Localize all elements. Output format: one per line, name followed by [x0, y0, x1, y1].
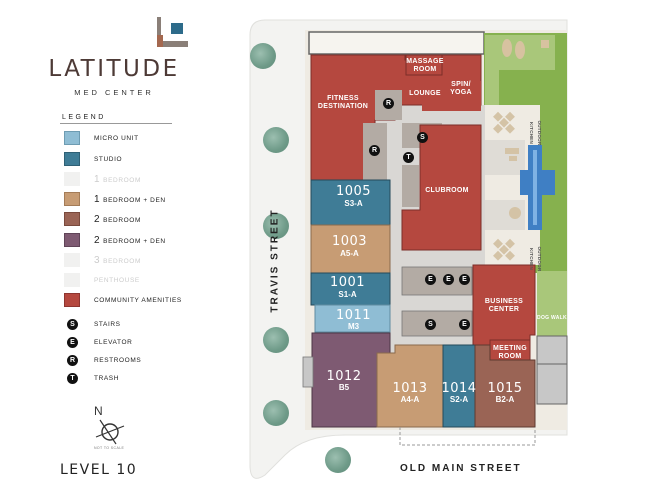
unit-1015-number: 1015 [487, 381, 523, 396]
2-bedroom-den-swatch [64, 233, 80, 247]
legend-divider [60, 123, 172, 124]
elevator-icon: E [459, 319, 470, 330]
unit-1001-number: 1001 [329, 275, 366, 290]
brand-title: LATITUDE [48, 56, 180, 82]
spin-yoga-label: SPIN/ YOGA [450, 81, 472, 96]
legend-label: STUDIO [94, 155, 123, 163]
tree-icon [263, 400, 289, 426]
scale-note: NOT TO SCALE [94, 446, 125, 450]
elevator-icon: E [425, 274, 436, 285]
unit-1013-number: 1013 [392, 381, 428, 396]
unit-1003-number: 1003 [331, 234, 368, 249]
unit-1005-plan: S3-A [344, 199, 363, 208]
outdoor-kitchen-label: OUTDOOR KITCHEN [529, 120, 542, 146]
trash-icon: T [67, 372, 78, 384]
north-label: N [94, 404, 103, 418]
elevator-icon: E [443, 274, 454, 285]
legend-label: RESTROOMS [94, 356, 142, 364]
dog-walk-label: DOG WALK [537, 315, 567, 321]
1-bedroom-swatch [64, 172, 80, 186]
legend-item-community-amenities: COMMUNITY AMENITIES [64, 292, 182, 308]
tree-icon [325, 447, 351, 473]
brand-subtitle: MED CENTER [74, 88, 154, 97]
unit-1005-number: 1005 [335, 184, 372, 199]
unit-1012-plan: B5 [338, 383, 350, 392]
2-bedroom-swatch [64, 212, 80, 226]
legend-label: STAIRS [94, 320, 121, 328]
tree-icon [250, 43, 276, 69]
studio-swatch [64, 152, 80, 166]
1-bedroom-den-swatch [64, 192, 80, 206]
restrooms-icon: R [67, 354, 78, 366]
tree-icon [263, 213, 289, 239]
business-center-label: BUSINESS CENTER [484, 298, 524, 313]
fitness-destination-label: FITNESS DESTINATION [317, 95, 369, 110]
old-main-street-label: OLD MAIN STREET [400, 463, 522, 474]
legend-label: TRASH [94, 374, 120, 382]
north-compass: N NOT TO SCALE [92, 404, 128, 454]
legend-item-studio: STUDIO [64, 151, 122, 167]
floor-plan-shapes [249, 19, 568, 479]
stairs-icon: S [425, 319, 436, 330]
unit-1015-plan: B2-A [495, 395, 515, 404]
restrooms-icon: R [369, 145, 380, 156]
amenities-swatch [64, 293, 80, 307]
outdoor-kitchen-label: OUTDOOR KITCHEN [529, 246, 542, 272]
stairs-icon: S [417, 132, 428, 143]
floor-plan-map: TRAVIS STREET OLD MAIN STREET MASSAGE RO… [245, 15, 575, 485]
legend-label: COMMUNITY AMENITIES [94, 296, 182, 304]
elevator-icon: E [459, 274, 470, 285]
penthouse-swatch [64, 273, 80, 287]
compass-rose-icon [95, 419, 125, 445]
restrooms-icon: R [383, 98, 394, 109]
legend-item-trash: T TRASH [64, 370, 119, 386]
unit-1003-plan: A5-A [340, 249, 359, 258]
trash-icon: T [403, 152, 414, 163]
legend-title: LEGEND [62, 114, 106, 121]
unit-1011-number: 1011 [335, 308, 372, 323]
unit-1013-plan: A4-A [400, 395, 420, 404]
lounge-label: LOUNGE [409, 90, 441, 97]
meeting-room-label: MEETING ROOM [493, 345, 527, 360]
3-bedroom-swatch [64, 253, 80, 267]
elevator-icon: E [67, 336, 78, 348]
unit-1011-plan: M3 [347, 322, 360, 331]
travis-street-label: TRAVIS STREET [269, 208, 281, 313]
level-label: LEVEL 10 [60, 462, 138, 478]
legend-item-stairs: S STAIRS [64, 316, 121, 332]
unit-1014-number: 1014 [441, 381, 477, 396]
massage-room-label: MASSAGE ROOM [406, 58, 444, 73]
latitude-logo-icon [157, 17, 188, 47]
tree-icon [263, 127, 289, 153]
legend-item-restrooms: R RESTROOMS [64, 352, 141, 368]
legend-label: ELEVATOR [94, 338, 133, 346]
unit-1014-plan: S2-A [449, 395, 469, 404]
stairs-icon: S [67, 318, 78, 330]
legend-item-micro-unit: MICRO UNIT [64, 130, 139, 146]
legend-label: PENTHOUSE [94, 276, 140, 284]
legend-item-elevator: E ELEVATOR [64, 334, 132, 350]
micro-unit-swatch [64, 131, 80, 145]
unit-1012-number: 1012 [326, 369, 362, 384]
legend-label: MICRO UNIT [94, 134, 139, 142]
tree-icon [263, 327, 289, 353]
clubroom-label: CLUBROOM [425, 187, 469, 194]
legend-item-penthouse: PENTHOUSE [64, 272, 140, 288]
unit-1001-plan: S1-A [338, 290, 357, 299]
